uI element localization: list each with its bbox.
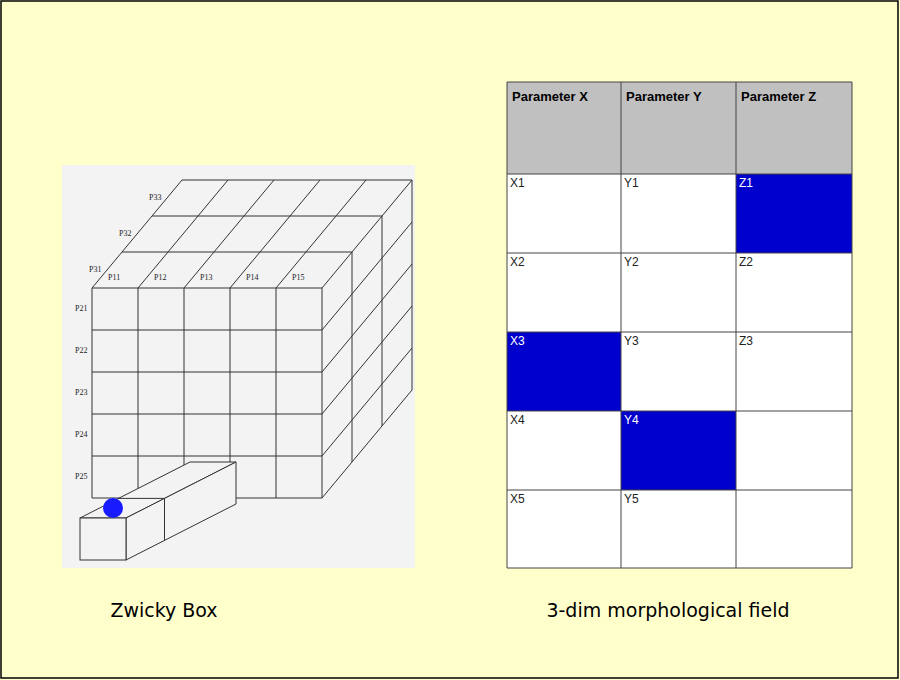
table-cell: Z2 <box>739 256 753 270</box>
column-header: Parameter X <box>512 90 588 105</box>
table-cell: Z1 <box>739 177 753 191</box>
drawer-front <box>80 518 126 560</box>
parameter-label: P22 <box>75 346 87 355</box>
table-cell: Y4 <box>624 414 639 428</box>
parameter-label: P24 <box>75 430 87 439</box>
table-grid <box>507 82 852 568</box>
caption: Zwicky Box <box>4 600 324 622</box>
parameter-label: P32 <box>119 229 131 238</box>
selected-cell-dot <box>103 498 123 518</box>
table-cell: Y3 <box>624 335 639 349</box>
table-cell: X4 <box>510 414 525 428</box>
table-cell: X2 <box>510 256 525 270</box>
parameter-label: P13 <box>200 273 212 282</box>
selected-cell <box>621 411 736 490</box>
picture-ground <box>62 165 415 568</box>
parameter-label: P14 <box>246 273 258 282</box>
table-cell: Y5 <box>624 493 639 507</box>
parameter-label: P12 <box>154 273 166 282</box>
caption: 3-dim morphological field <box>508 600 828 622</box>
column-header: Parameter Y <box>626 90 702 105</box>
table-header-ground <box>507 82 852 174</box>
selected-cell <box>736 174 852 253</box>
parameter-label: P31 <box>89 265 101 274</box>
column-header: Parameter Z <box>741 90 816 105</box>
drawer-partition <box>119 498 165 540</box>
table-cell: X3 <box>510 335 525 349</box>
parameter-label: P15 <box>292 273 304 282</box>
parameter-label: P33 <box>149 193 161 202</box>
table-body-ground <box>507 174 852 568</box>
parameter-label: P11 <box>108 273 120 282</box>
parameter-label: P23 <box>75 388 87 397</box>
table-cell: Y1 <box>624 177 639 191</box>
table-cell: Y2 <box>624 256 639 270</box>
parameter-label: P25 <box>75 472 87 481</box>
table-cell: X1 <box>510 177 525 191</box>
selected-cell <box>507 332 621 411</box>
zwicky-cube <box>92 180 412 498</box>
drawer-side <box>126 462 236 560</box>
table-cell: X5 <box>510 493 525 507</box>
table-cell: Z3 <box>739 335 753 349</box>
parameter-label: P21 <box>75 304 87 313</box>
